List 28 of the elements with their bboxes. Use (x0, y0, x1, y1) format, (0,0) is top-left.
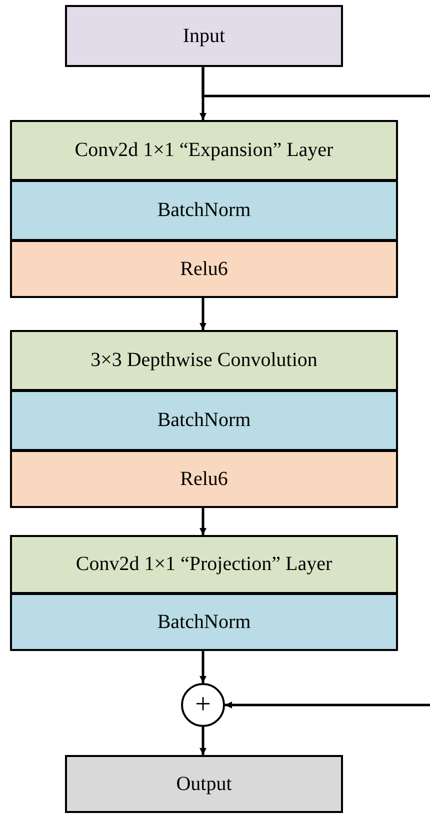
layer-box (10, 390, 398, 451)
layer-label: BatchNorm (157, 199, 251, 222)
layer-label: BatchNorm (157, 409, 251, 432)
arrow (200, 727, 206, 755)
layer-label: Output (176, 772, 232, 796)
sum-circle (181, 683, 225, 727)
layer-label: Input (182, 24, 226, 48)
layer-box (10, 180, 398, 241)
arrow (200, 651, 206, 683)
layer-label: Relu6 (180, 258, 228, 280)
arrow (200, 298, 206, 330)
layer-label: Conv2d 1×1 “Expansion” Layer (74, 139, 334, 162)
connector-line (202, 67, 430, 98)
output-box (65, 755, 343, 813)
arrow (200, 508, 206, 535)
layer-label: Conv2d 1×1 “Projection” Layer (76, 553, 332, 576)
arrow (225, 702, 430, 708)
layer-label: 3×3 Depthwise Convolution (90, 349, 318, 372)
layer-label: Relu6 (180, 468, 228, 490)
plus-sign: + (195, 691, 211, 719)
layer-box (10, 240, 398, 298)
input-box (65, 5, 343, 67)
layer-box (10, 330, 398, 391)
layer-box (10, 120, 398, 181)
layer-box (10, 450, 398, 508)
layer-box (10, 535, 398, 594)
layer-box (10, 593, 398, 651)
layer-label: BatchNorm (157, 610, 251, 634)
